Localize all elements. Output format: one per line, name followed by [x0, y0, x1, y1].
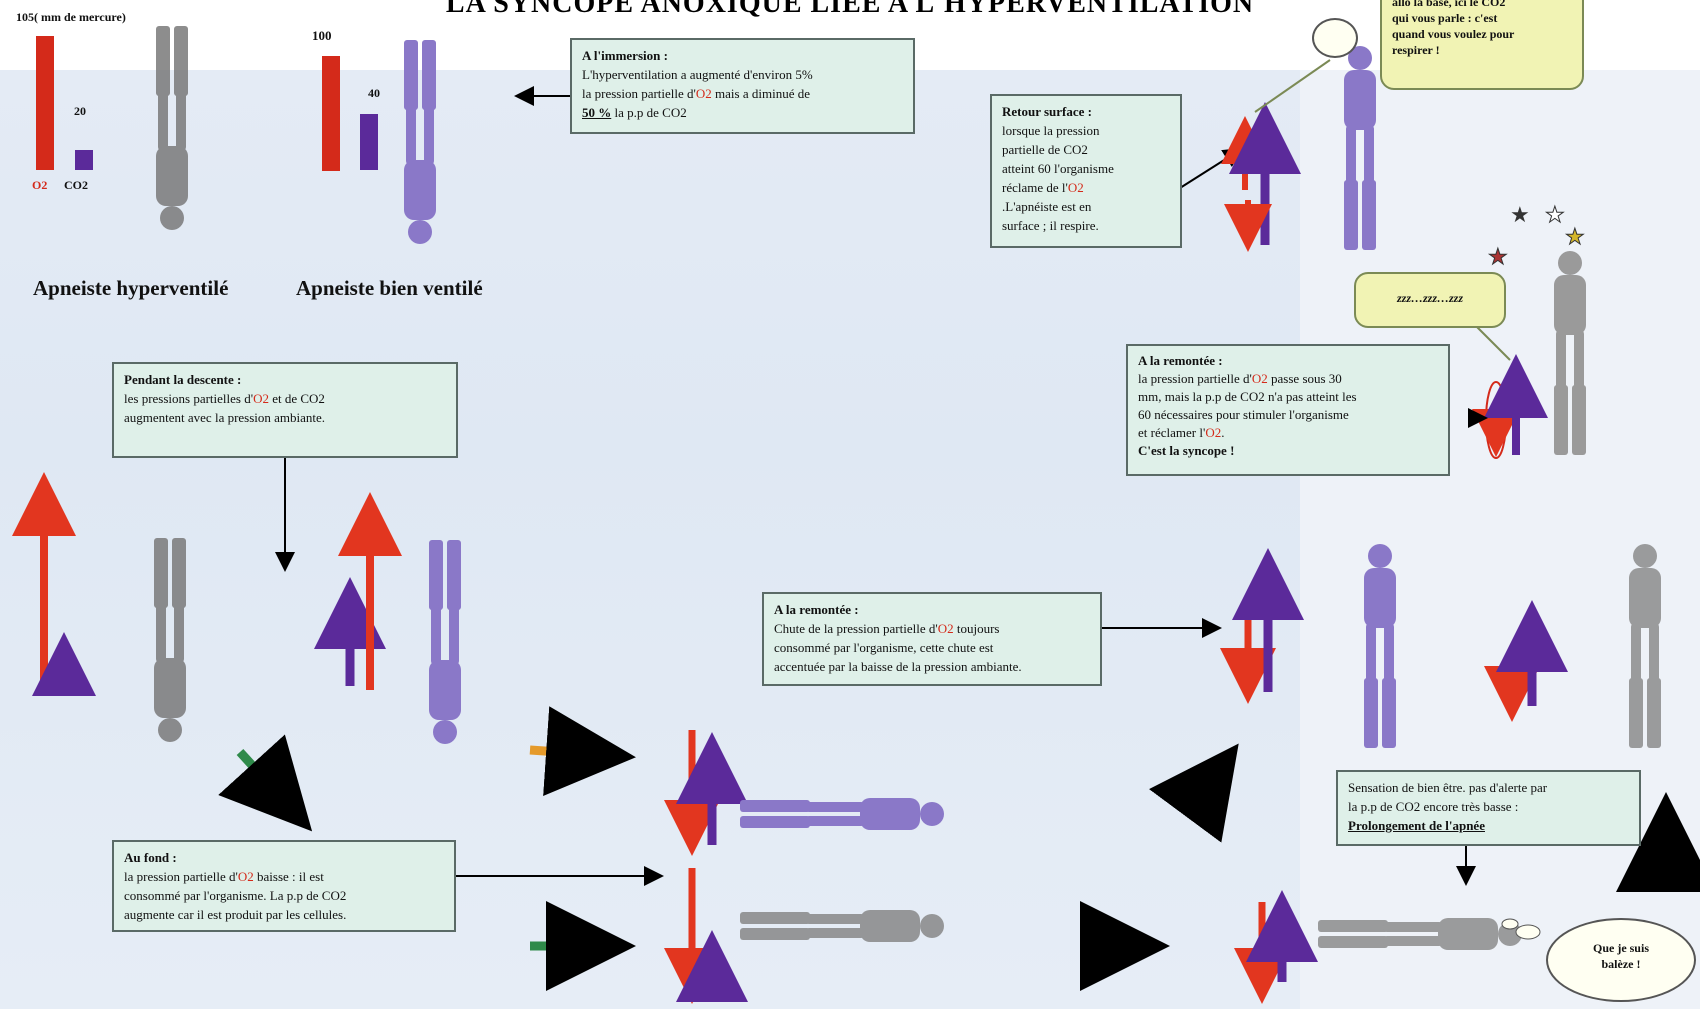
box-text: et réclamer l' [1138, 425, 1205, 440]
caption-hyperventilated: Apneiste hyperventilé [33, 276, 228, 301]
box-text: la pression partielle d' [124, 869, 238, 884]
box-text: la pression partielle d' [582, 86, 696, 101]
box-text: partielle de CO2 [1002, 142, 1088, 157]
diver-normal-bottom [740, 798, 944, 830]
arrow-surface [1180, 150, 1240, 188]
box-heading: Retour surface : [1002, 102, 1170, 121]
o2-label: O2 [238, 869, 254, 884]
bubble-text: qui vous parle : c'est [1392, 11, 1497, 25]
box-wellbeing: Sensation de bien être. pas d'alerte par… [1336, 770, 1641, 846]
bubble-text: allo la base, ici le CO2 [1392, 0, 1505, 9]
bar-label-o2: O2 [32, 178, 47, 193]
diver-hyper-top [156, 26, 188, 230]
box-text: .L'apnéiste est en [1002, 199, 1091, 214]
box-text: consommé par l'organisme, cette chute es… [774, 640, 993, 655]
box-heading: A la remontée : [774, 600, 1090, 619]
diver-hyper-ascent [1629, 544, 1661, 748]
box-text: L'hyperventilation a augmenté d'environ … [582, 67, 813, 82]
box-text: la p.p de CO2 encore très basse : [1348, 799, 1518, 814]
star-icon: ★ [1565, 224, 1585, 249]
o2-label: O2 [253, 391, 269, 406]
box-text: surface ; il respire. [1002, 218, 1099, 233]
box-text: réclame de l' [1002, 180, 1068, 195]
box-heading: A l'immersion : [582, 46, 903, 65]
box-bottom: Au fond : la pression partielle d'O2 bai… [112, 840, 456, 932]
box-ascent-syncope: A la remontée : la pression partielle d'… [1126, 344, 1450, 476]
box-text: passe sous 30 [1268, 371, 1342, 386]
box-text-emphasis: C'est la syncope ! [1138, 443, 1234, 458]
axis-unit-label: 105( mm de mercure) [16, 10, 126, 25]
diver-normal-ascent [1364, 544, 1396, 748]
thought-bubble: Que je suis balèze ! [1546, 918, 1696, 1002]
diver-normal-descent [429, 540, 461, 744]
box-text: les pressions partielles d' [124, 391, 253, 406]
arrow-orange-1 [530, 750, 618, 756]
box-text: la pression partielle d' [1138, 371, 1252, 386]
box-immersion: A l'immersion : L'hyperventilation a aug… [570, 38, 915, 134]
bar-value-co2-hyper: 20 [74, 104, 86, 119]
bubble-text: respirer ! [1392, 43, 1440, 57]
bar-o2-hyper [36, 36, 54, 170]
bubble-pointer-co2 [1255, 60, 1330, 112]
arrow-green-diagonal [240, 752, 300, 818]
box-text-emphasis: Prolongement de l'apnée [1348, 818, 1485, 833]
bar-o2-normal [322, 56, 340, 171]
diver-hyper-bottom [740, 910, 944, 942]
box-text: augmentent avec la pression ambiante. [124, 410, 325, 425]
thought-dot-icon [1502, 919, 1518, 929]
box-heading: Au fond : [124, 848, 444, 867]
box-text: accentuée par la baisse de la pression a… [774, 659, 1022, 674]
box-text: toujours [954, 621, 1000, 636]
bar-co2-normal [360, 114, 378, 170]
bar-value-co2-normal: 40 [368, 86, 380, 101]
box-text: Chute de la pression partielle d' [774, 621, 938, 636]
o2-label: O2 [1252, 371, 1268, 386]
diver-hyper-descent [154, 538, 186, 742]
o2-label: O2 [1205, 425, 1221, 440]
box-text: Sensation de bien être. pas d'alerte par [1348, 780, 1547, 795]
o2-label: O2 [696, 86, 712, 101]
bubble-text: Que je suis [1593, 941, 1649, 955]
o2-label: O2 [1068, 180, 1084, 195]
box-text: baisse : il est [254, 869, 324, 884]
star-icon: ★ [1510, 202, 1530, 227]
box-text: atteint 60 l'organisme [1002, 161, 1114, 176]
diver-normal-top [404, 40, 436, 244]
box-text: augmente car il est produit par les cell… [124, 907, 346, 922]
box-text: mais a diminué de [712, 86, 810, 101]
box-text: consommé par l'organisme. La p.p de CO2 [124, 888, 346, 903]
diver-syncope [1554, 251, 1586, 455]
bar-label-co2: CO2 [64, 178, 88, 193]
box-heading: A la remontée : [1138, 352, 1438, 370]
star-icon: ★ [1488, 244, 1508, 269]
box-surface: Retour surface : lorsque la pression par… [990, 94, 1182, 248]
thought-cloud-icon [1312, 18, 1358, 58]
speech-bubble-co2: allo la base, ici le CO2 qui vous parle … [1380, 0, 1584, 90]
box-text: la p.p de CO2 [611, 105, 686, 120]
box-text: 60 nécessaires pour stimuler l'organisme [1138, 407, 1349, 422]
star-icon: ★ [1545, 202, 1565, 227]
bubble-text: quand vous voulez pour [1392, 27, 1514, 41]
arrow-orange-2 [1188, 758, 1228, 812]
bubble-text: balèze ! [1602, 957, 1641, 971]
box-text: lorsque la pression [1002, 123, 1099, 138]
box-ascent-drop: A la remontée : Chute de la pression par… [762, 592, 1102, 686]
box-text: . [1221, 425, 1224, 440]
box-descent: Pendant la descente : les pressions part… [112, 362, 458, 458]
speech-bubble-zzz: zzz…zzz…zzz [1354, 272, 1506, 328]
diver-final [1318, 918, 1522, 950]
box-text: et de CO2 [269, 391, 325, 406]
bar-value-o2-normal: 100 [312, 28, 332, 44]
caption-well-ventilated: Apneiste bien ventilé [296, 276, 483, 301]
thought-dot-icon [1516, 925, 1540, 939]
diver-surface [1344, 46, 1376, 250]
bar-co2-hyper [75, 150, 93, 170]
box-text-emphasis: 50 % [582, 105, 611, 120]
box-text: mm, mais la p.p de CO2 n'a pas atteint l… [1138, 389, 1357, 404]
box-heading: Pendant la descente : [124, 370, 446, 389]
o2-label: O2 [938, 621, 954, 636]
